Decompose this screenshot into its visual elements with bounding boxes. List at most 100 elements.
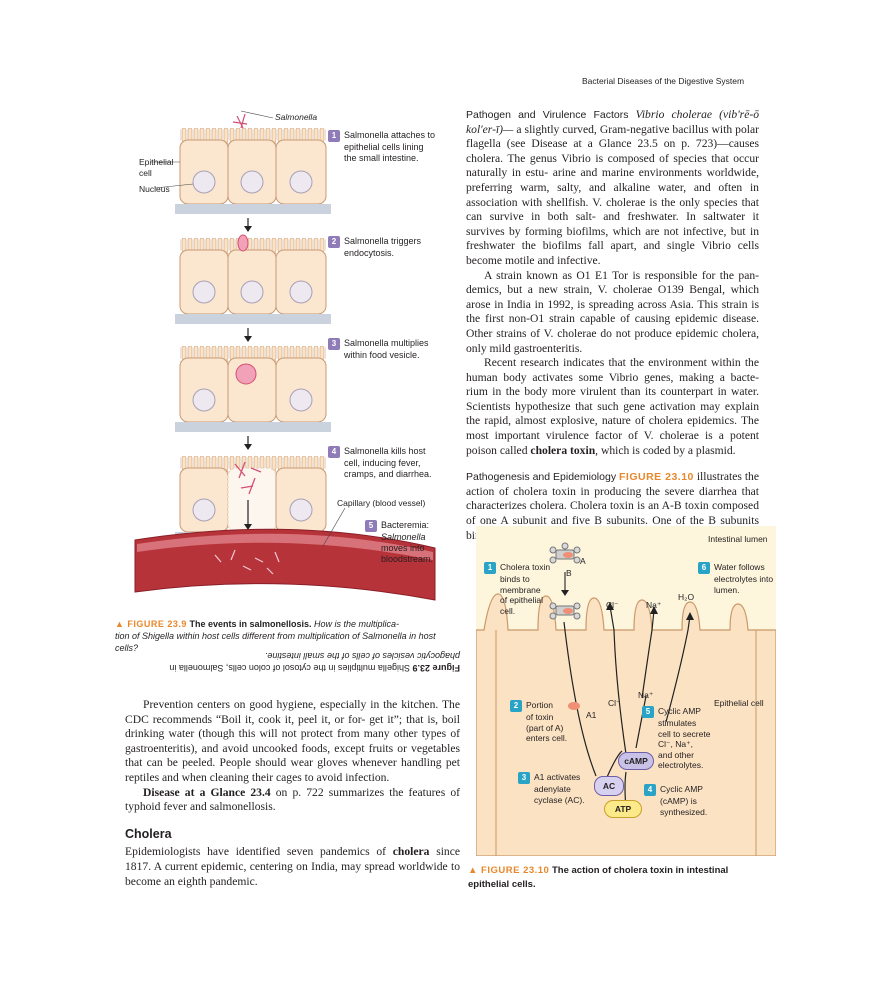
step-text-line: Salmonella — [381, 532, 426, 542]
section-heading-cholera: Cholera — [125, 826, 172, 841]
text-line: kitchen. The CDC recommends “Boil it, co… — [125, 698, 460, 726]
step-number: 3 — [518, 772, 530, 784]
text-line: A strain known as O1 E1 Tor is responsib… — [484, 268, 759, 282]
pathogenesis-heading: Pathogenesis and Epidemiology — [466, 471, 617, 484]
a1-label: A1 — [586, 710, 597, 720]
step-text-line: endocytosis. — [344, 248, 395, 258]
step-number: 4 — [644, 784, 656, 796]
step-text-line: cramps, and diarrhea. — [344, 469, 432, 479]
text-line: from many other types of gastroenteritis… — [125, 727, 460, 755]
epithelial-label-line1: Epithelial — [139, 157, 174, 167]
step-text-line: membrane — [500, 584, 541, 595]
step-text-line: epithelial cells lining — [344, 142, 424, 152]
text-line: rium in the body more virulent than its … — [466, 385, 759, 399]
step-text-line: Salmonella attaches to — [344, 130, 436, 140]
step-number: 4 — [328, 446, 340, 458]
step-text-line: synthesized. — [660, 806, 708, 817]
figure-title: The events in salmonellosis. — [189, 619, 312, 629]
nucleus-label: Nucleus — [139, 184, 170, 194]
text-line: action of cholera toxin in producing the… — [466, 484, 759, 498]
salmonella-step-1: 1 Salmonella attaches to epithelial cells… — [328, 130, 458, 164]
text-line: gastroenteritis. — [513, 341, 583, 355]
glance-reference: Disease at a Glance 23.4 — [143, 785, 271, 799]
text-line: worldwide to become an eighth pandemic. — [125, 859, 460, 888]
figure-number: ▲ FIGURE 23.10 — [468, 865, 550, 876]
text-line: arine and marine environments worldwide,… — [466, 166, 759, 194]
text-line: Prevention centers on good hygiene, espe… — [143, 698, 398, 711]
atp-molecule: ATP — [604, 800, 642, 818]
figure-23-10-reference: FIGURE 23.10 — [619, 471, 694, 484]
prevention-paragraph: Prevention centers on good hygiene, espe… — [125, 698, 460, 786]
figure-23-9-upside-down-answer: Figure 23.9 Shigella multiplies in the c… — [130, 650, 460, 674]
pathogen-heading: Pathogen and Virulence Factors — [466, 109, 629, 121]
step-text-line: of toxin — [526, 712, 554, 722]
step-number: 3 — [328, 338, 340, 350]
step-number: 1 — [328, 130, 340, 142]
answer-figure-label: Figure 23.9 — [412, 663, 460, 673]
step-text-line: stimulates — [658, 718, 697, 728]
step-text-line: binds to — [500, 574, 530, 584]
salmonellosis-illustration — [134, 110, 436, 601]
pathogen-paragraph: Pathogen and Virulence Factors Vibrio ch… — [466, 108, 759, 269]
epithelial-cell-label: Epithelial cell — [139, 157, 174, 179]
cholera-term: cholera — [392, 845, 430, 859]
epithelial-label-line2: cell — [139, 168, 152, 178]
text-line: Scientists hypothesize that such gene ac… — [466, 399, 759, 413]
sodium-label-lumen: Na⁺ — [646, 600, 662, 610]
text-line: freshwater. In saltwater it survives by … — [466, 210, 759, 238]
step-number: 2 — [510, 700, 522, 712]
figure-23-9: Salmonella Epithelial cell Nucleus Capil… — [115, 100, 455, 620]
toxin-a-label: A — [580, 556, 586, 566]
step-text-line: adenylate — [534, 784, 571, 794]
text-line: V. cholerae is the only species that can… — [466, 195, 759, 224]
step-text-line: electrolytes into — [714, 574, 774, 584]
answer-line-2: phagocytic vesicles of cells of the smal… — [264, 651, 460, 661]
adenylate-cyclase: AC — [594, 776, 624, 796]
text-line: salty, and alkaline water, and often in … — [466, 180, 759, 209]
text-line: , which is coded by a plasmid. — [595, 443, 736, 457]
salmonella-label: Salmonella — [275, 112, 318, 122]
step-text-line: A1 activates — [534, 772, 581, 782]
step-number: 5 — [642, 706, 654, 718]
figure-number: ▲ FIGURE 23.9 — [115, 619, 187, 629]
step-text-line: and other — [658, 749, 694, 760]
text-line: first non-O1 strain capable of causing e… — [466, 312, 759, 340]
cholera-toxin-molecule — [549, 542, 581, 564]
text-line: on p. 722 summarizes the features — [270, 785, 446, 799]
step-text-line: (part of A) — [526, 722, 564, 733]
cholera-toxin-illustration — [475, 542, 777, 857]
text-line: characterizes cholera. Cholera toxin is … — [466, 499, 759, 528]
text-line: get it”; that is, boil drinking water (t… — [125, 712, 461, 741]
step-number: 6 — [698, 562, 710, 574]
text-line: demics, but a new strain, V. cholerae O1… — [466, 283, 759, 311]
step-text-line: Portion — [526, 700, 553, 710]
step-text-line: (cAMP) is — [660, 796, 697, 806]
step-text-line: lumen. — [714, 584, 740, 595]
epithelial-cell-label: Epithelial cell — [714, 698, 764, 708]
toxin-b-label: B — [566, 568, 572, 578]
step-text-line: electrolytes. — [658, 760, 704, 770]
step-text-line: cell to secrete — [658, 728, 711, 739]
camp-molecule: cAMP — [618, 752, 654, 770]
capillary-label: Capillary (blood vessel) — [337, 498, 426, 508]
figure-title-line-2: epithelial cells. — [468, 879, 536, 890]
step-text-line: bloodstream. — [381, 554, 434, 564]
step-text-line: within food vesicle. — [344, 350, 420, 360]
text-line: Recent research indicates that the envir… — [484, 356, 741, 370]
pathogenesis-paragraph: Pathogenesis and Epidemiology FIGURE 23.… — [466, 470, 759, 543]
answer-line-1: Shigella multiplies in the cytosol of co… — [169, 663, 410, 673]
intestinal-lumen-label: Intestinal lumen — [708, 534, 768, 544]
text-line: strains of V. cholerae do not produce ep… — [466, 326, 759, 355]
text-line: of typhoid fever and salmonellosis. — [125, 785, 460, 814]
step-text-line: Bacteremia: — [381, 520, 430, 530]
text-line: most important virulence factor of V. ch… — [466, 429, 759, 457]
cholera-toxin-term: cholera toxin — [530, 443, 596, 457]
